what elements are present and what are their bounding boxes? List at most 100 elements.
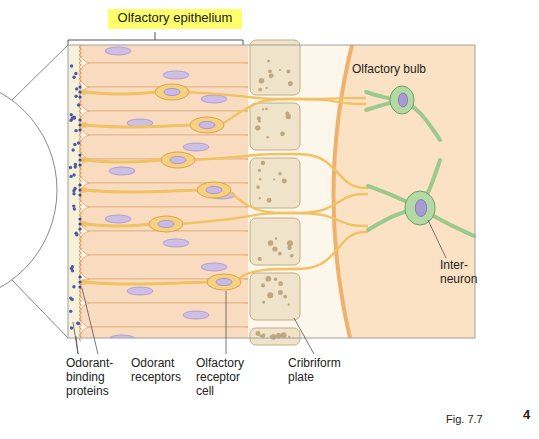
leader-line xyxy=(226,291,227,354)
bone-pore xyxy=(256,185,260,189)
part-label: Odorant receptors xyxy=(131,356,191,384)
cell-nucleus xyxy=(201,263,227,271)
odorant-receptor xyxy=(78,183,81,186)
dendrite-knob xyxy=(81,221,87,227)
dendrite-knob xyxy=(81,122,87,128)
bone-pore xyxy=(269,73,274,78)
bone-pore xyxy=(287,245,291,249)
bone-pore xyxy=(267,60,270,63)
receptor-cell-body xyxy=(197,182,231,198)
bone-pore xyxy=(278,281,283,286)
dendrite xyxy=(84,125,193,127)
figure-number: Fig. 7.7 xyxy=(446,412,506,426)
supporting-cell xyxy=(80,159,248,183)
bone-pore xyxy=(255,125,260,130)
odorant-receptor xyxy=(78,95,81,98)
bone-pore xyxy=(290,254,294,258)
dendrite-knob xyxy=(81,279,87,285)
part-label: Cribriform plate xyxy=(288,356,350,384)
cell-nucleus xyxy=(105,47,131,55)
bone-pore xyxy=(273,179,275,181)
odorant-receptor xyxy=(78,217,81,220)
odorant-molecule xyxy=(74,163,77,166)
bone-pore xyxy=(258,169,261,172)
odorant-molecule xyxy=(77,322,80,325)
bone-pore xyxy=(288,336,290,338)
bone-pore xyxy=(274,278,278,282)
receptor-nucleus xyxy=(164,88,180,95)
odorant-molecule xyxy=(72,173,75,176)
cribriform-bone xyxy=(250,158,300,208)
bone-pore xyxy=(257,116,261,120)
dendrite xyxy=(84,282,210,284)
cell-nucleus xyxy=(105,215,131,223)
part-label: Inter- neuron xyxy=(440,258,488,286)
bulb-edge xyxy=(333,45,352,338)
receptor-cell-body xyxy=(149,216,183,232)
dendrite-knob xyxy=(81,187,87,193)
cell-nucleus xyxy=(183,143,209,151)
receptor-cell-body xyxy=(161,152,195,168)
bone-pore xyxy=(267,292,273,298)
frame-border xyxy=(68,45,475,338)
odorant-molecule xyxy=(76,321,79,324)
odorant-molecule xyxy=(74,129,77,132)
cribriform-bone xyxy=(250,103,300,150)
odorant-molecule xyxy=(69,310,72,313)
odorant-molecule xyxy=(70,298,73,301)
odorant-receptor xyxy=(78,153,81,156)
odorant-molecule xyxy=(72,204,75,207)
odorant-receptor xyxy=(78,222,81,225)
bone-pore xyxy=(267,198,272,203)
odorant-receptor xyxy=(78,118,81,121)
receptor-nucleus xyxy=(158,220,174,227)
cribriform-bone xyxy=(250,328,300,345)
part-label: Odorant- binding proteins xyxy=(66,356,126,398)
bracket xyxy=(68,32,243,46)
olfactory-bulb-region: Olfactory bulb xyxy=(330,45,475,338)
leader-line xyxy=(76,336,78,354)
odorant-molecule xyxy=(70,113,73,116)
bone-pore xyxy=(287,240,293,246)
zoom-line xyxy=(12,280,68,338)
region-label: Olfactory bulb xyxy=(352,61,426,77)
odorant-receptor xyxy=(78,128,81,131)
bone-pore xyxy=(278,290,283,295)
odorant-receptor xyxy=(78,227,81,230)
bone-pore xyxy=(282,179,287,184)
bone-pore xyxy=(261,283,265,287)
bone-pore xyxy=(275,237,277,239)
bone-pore xyxy=(262,301,265,304)
cell-nucleus xyxy=(109,167,135,175)
bone-pore xyxy=(259,178,261,180)
leader-line xyxy=(73,322,78,354)
dendrite xyxy=(84,224,152,226)
bone-pore xyxy=(262,108,264,110)
bone-pore xyxy=(288,246,292,250)
bone-pore xyxy=(271,334,277,340)
bone-pore xyxy=(278,172,281,175)
bulb-outline xyxy=(330,45,475,338)
odorant-molecule xyxy=(74,95,77,98)
cilia-surface xyxy=(80,45,82,341)
receptor-cell-body xyxy=(190,117,224,133)
cell-nucleus xyxy=(201,95,227,103)
bone-pore xyxy=(288,304,290,306)
odorant-molecule xyxy=(70,64,73,67)
structure-title: Olfactory epithelium xyxy=(108,9,242,26)
bone-pore xyxy=(278,252,282,256)
odorant-molecule xyxy=(73,207,76,210)
receptor-cell-body xyxy=(155,84,189,100)
odorant-receptor xyxy=(78,90,81,93)
dendrite xyxy=(84,92,158,94)
epithelium-cells xyxy=(80,45,248,338)
highlight-label: Olfactory epithelium xyxy=(108,9,242,29)
supporting-cell xyxy=(80,279,248,303)
odorant-receptor xyxy=(78,123,81,126)
bone-pore xyxy=(272,246,277,251)
bone-pore xyxy=(258,120,261,123)
receptor-nucleus xyxy=(170,156,186,163)
odorant-receptor xyxy=(78,188,81,191)
leader-line xyxy=(294,318,314,354)
